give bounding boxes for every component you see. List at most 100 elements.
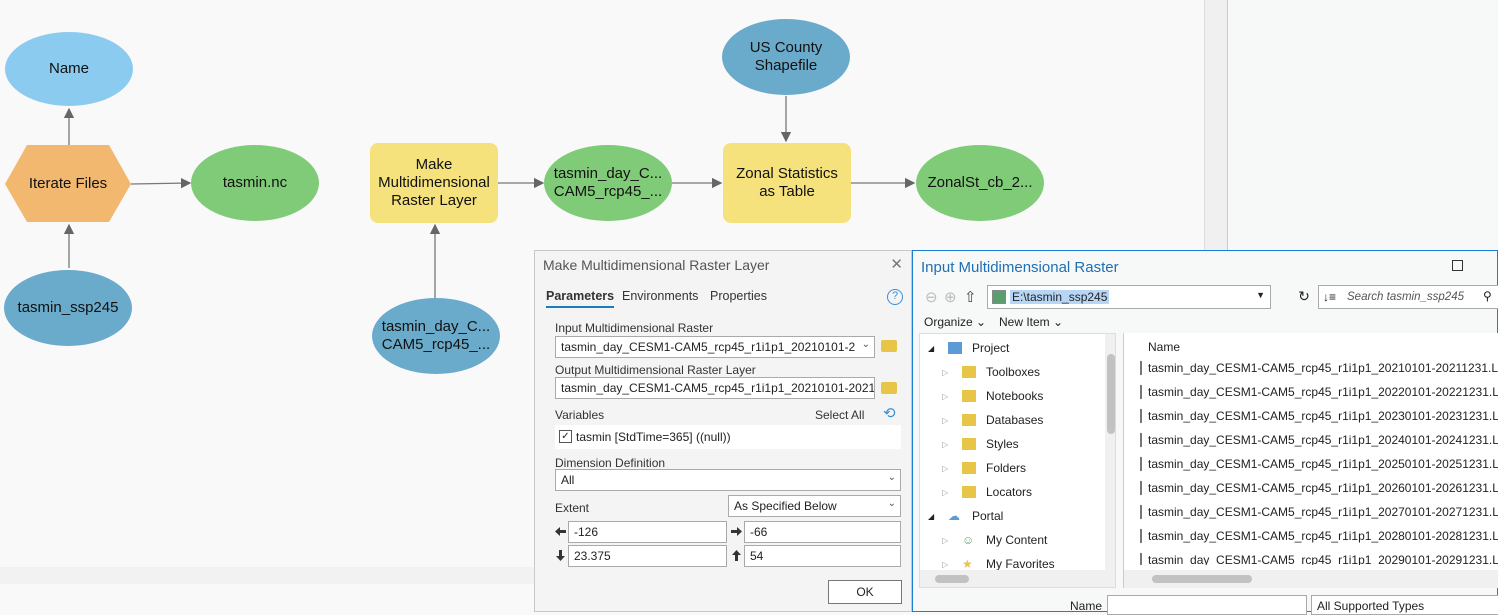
- project-icon: [948, 342, 962, 354]
- file-list-item[interactable]: tasmin_day_CESM1-CAM5_rcp45_r1i1p1_20260…: [1140, 481, 1498, 495]
- forward-icon[interactable]: ⊕: [944, 289, 957, 306]
- file-name: tasmin_day_CESM1-CAM5_rcp45_r1i1p1_20220…: [1148, 385, 1498, 399]
- multidimensional-raster-icon: [1140, 505, 1142, 519]
- extent-left-field[interactable]: -126: [568, 521, 727, 543]
- tree-item-toolboxes[interactable]: ▷Toolboxes: [942, 365, 1041, 379]
- tree-label: My Content: [986, 533, 1048, 547]
- extent-top-field[interactable]: 54: [744, 545, 901, 567]
- search-placeholder: Search tasmin_ssp245: [1347, 291, 1464, 303]
- tree-item-notebooks[interactable]: ▷Notebooks: [942, 389, 1044, 403]
- node-make-input[interactable]: tasmin_day_C... CAM5_rcp45_...: [372, 298, 500, 374]
- multidimensional-raster-icon: [1140, 385, 1142, 399]
- node-zonal-statistics[interactable]: Zonal Statistics as Table: [723, 143, 851, 223]
- tree-label: Styles: [986, 437, 1019, 451]
- tree-item-styles[interactable]: ▷Styles: [942, 437, 1019, 451]
- dimension-select[interactable]: All⌄: [555, 469, 901, 491]
- file-list-item[interactable]: tasmin_day_CESM1-CAM5_rcp45_r1i1p1_20220…: [1140, 385, 1498, 399]
- tree-item-my-favorites[interactable]: ▷★My Favorites: [942, 557, 1055, 571]
- tab-parameters[interactable]: Parameters: [546, 289, 615, 308]
- file-list-item[interactable]: tasmin_day_CESM1-CAM5_rcp45_r1i1p1_20210…: [1140, 361, 1498, 375]
- tab-environments[interactable]: Environments: [622, 289, 699, 303]
- extent-select[interactable]: As Specified Below⌄: [728, 495, 901, 517]
- extent-bottom-field[interactable]: 23.375: [568, 545, 727, 567]
- file-list-item[interactable]: tasmin_day_CESM1-CAM5_rcp45_r1i1p1_20230…: [1140, 409, 1498, 423]
- file-list-item[interactable]: tasmin_day_CESM1-CAM5_rcp45_r1i1p1_20290…: [1140, 553, 1498, 565]
- user-icon: ☺: [962, 533, 975, 547]
- sort-icon[interactable]: ↓≡: [1323, 290, 1337, 304]
- search-icon[interactable]: ⚲: [1483, 289, 1492, 303]
- tree-vscrollbar[interactable]: [1105, 334, 1115, 570]
- tree-item-locators[interactable]: ▷Locators: [942, 485, 1033, 499]
- ok-button[interactable]: OK: [828, 580, 902, 604]
- name-input[interactable]: [1107, 595, 1307, 615]
- node-tasmin-ssp245[interactable]: tasmin_ssp245: [4, 270, 132, 346]
- arrow-right-icon: [731, 527, 742, 536]
- file-list-item[interactable]: tasmin_day_CESM1-CAM5_rcp45_r1i1p1_20280…: [1140, 529, 1498, 543]
- search-box[interactable]: ↓≡ Search tasmin_ssp245 ⚲: [1318, 285, 1498, 309]
- node-name[interactable]: Name: [5, 32, 133, 106]
- node-us-county[interactable]: US County Shapefile: [722, 19, 850, 95]
- multidimensional-raster-icon: [1140, 529, 1142, 543]
- star-icon: ★: [962, 557, 973, 571]
- back-icon[interactable]: ⊖: [925, 289, 938, 306]
- up-icon[interactable]: ⇧: [964, 289, 977, 306]
- variable-checkbox[interactable]: ✓: [559, 430, 572, 443]
- file-list-item[interactable]: tasmin_day_CESM1-CAM5_rcp45_r1i1p1_20270…: [1140, 505, 1498, 519]
- arrow-down-icon: [556, 550, 565, 561]
- connectors: [5, 96, 916, 298]
- tree-hscrollbar[interactable]: [920, 570, 1115, 587]
- tree-item-portal[interactable]: ◢☁Portal: [928, 509, 1004, 523]
- refresh-icon[interactable]: ↻: [1298, 288, 1310, 304]
- input-label: Input Multidimensional Raster: [555, 321, 714, 335]
- folder-icon[interactable]: [881, 382, 897, 394]
- close-icon[interactable]: ✕: [890, 256, 903, 273]
- tree-item-my-content[interactable]: ▷☺My Content: [942, 533, 1048, 547]
- output-layer-field[interactable]: tasmin_day_CESM1-CAM5_rcp45_r1i1p1_20210…: [555, 377, 875, 399]
- column-header-name[interactable]: Name: [1148, 340, 1181, 354]
- tree-item-folders[interactable]: ▷Folders: [942, 461, 1027, 475]
- extent-bottom-value: 23.375: [574, 549, 611, 563]
- select-all-link[interactable]: Select All: [815, 408, 865, 422]
- organize-menu[interactable]: Organize ⌄: [924, 315, 987, 329]
- dimension-value: All: [561, 473, 575, 487]
- input-raster-field[interactable]: tasmin_day_CESM1-CAM5_rcp45_r1i1p1_20210…: [555, 336, 875, 358]
- styles-icon: [962, 438, 976, 450]
- help-icon[interactable]: ?: [887, 289, 903, 305]
- node-make-output[interactable]: tasmin_day_C... CAM5_rcp45_...: [544, 145, 672, 221]
- node-tasmin-nc[interactable]: tasmin.nc: [191, 145, 319, 221]
- tree-label: Databases: [986, 413, 1044, 427]
- node-make-md-raster-layer[interactable]: Make Multidimensional Raster Layer: [370, 143, 498, 223]
- chevron-down-icon: ⌄: [887, 498, 896, 509]
- file-name: tasmin_day_CESM1-CAM5_rcp45_r1i1p1_20230…: [1148, 409, 1498, 423]
- path-field[interactable]: E:\tasmin_ssp245 ▼: [987, 285, 1271, 309]
- tree-item-project[interactable]: ◢Project: [928, 341, 1010, 355]
- file-list-item[interactable]: tasmin_day_CESM1-CAM5_rcp45_r1i1p1_20250…: [1140, 457, 1498, 471]
- toolbox-icon: [962, 366, 976, 378]
- list-hscrollbar[interactable]: [1124, 570, 1498, 588]
- name-label: Name: [1070, 599, 1103, 613]
- dropdown-icon[interactable]: ▼: [1256, 290, 1265, 300]
- folder-icon[interactable]: [881, 340, 897, 352]
- output-label: Output Multidimensional Raster Layer: [555, 363, 756, 377]
- node-zonal-output[interactable]: ZonalSt_cb_2...: [916, 145, 1044, 221]
- pane-splitter[interactable]: [1204, 0, 1228, 250]
- multidimensional-raster-icon: [1140, 481, 1142, 495]
- location-icon: [992, 290, 1006, 304]
- tree-item-databases[interactable]: ▷Databases: [942, 413, 1044, 427]
- multidimensional-raster-icon: [1140, 457, 1142, 471]
- multidimensional-raster-icon: [1140, 553, 1142, 565]
- maximize-icon[interactable]: [1452, 260, 1463, 271]
- node-iterate-files[interactable]: Iterate Files: [28, 174, 108, 192]
- type-filter-select[interactable]: All Supported Types: [1311, 595, 1498, 615]
- file-list-item[interactable]: tasmin_day_CESM1-CAM5_rcp45_r1i1p1_20240…: [1140, 433, 1498, 447]
- reset-icon[interactable]: ⟲: [883, 405, 896, 422]
- variable-label: tasmin [StdTime=365] ((null)): [576, 430, 731, 444]
- output-layer-value: tasmin_day_CESM1-CAM5_rcp45_r1i1p1_20210…: [561, 381, 875, 395]
- extent-top-value: 54: [750, 549, 764, 563]
- new-item-menu[interactable]: New Item ⌄: [999, 315, 1064, 329]
- extent-right-field[interactable]: -66: [744, 521, 901, 543]
- tree-label: Locators: [986, 485, 1033, 499]
- chevron-down-icon: ⌄: [861, 339, 870, 350]
- tab-properties[interactable]: Properties: [710, 289, 767, 303]
- extent-left-value: -126: [574, 525, 599, 539]
